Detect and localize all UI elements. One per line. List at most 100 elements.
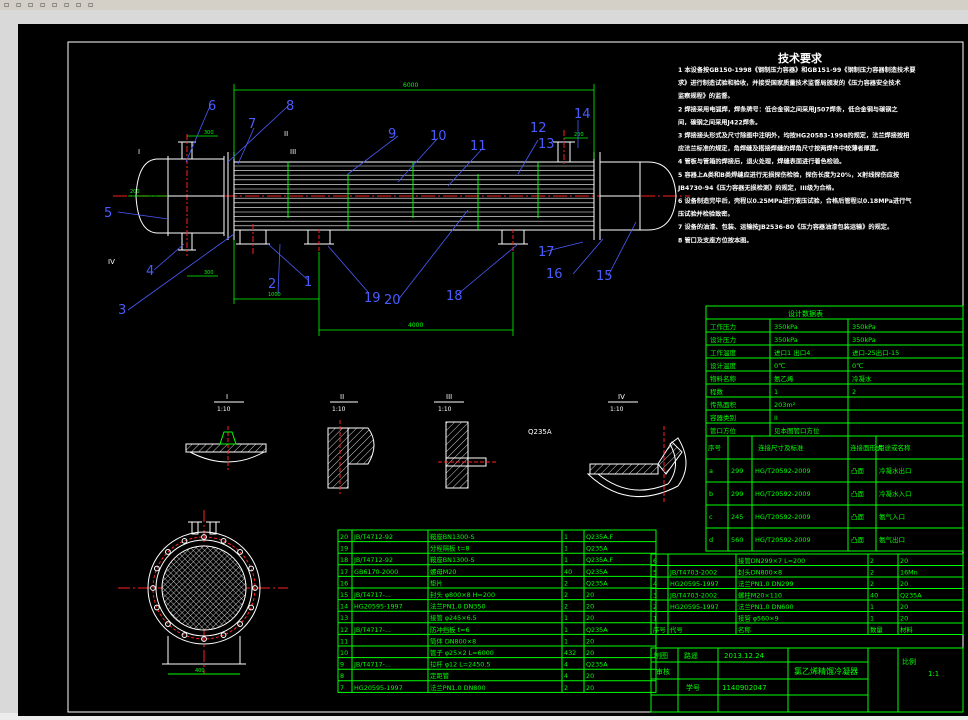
dim-300b: 300 bbox=[204, 270, 214, 276]
part-cell: 封头DN800×8 bbox=[738, 568, 782, 577]
redo-icon[interactable]: ▫ bbox=[64, 0, 70, 9]
part-cell: 1 bbox=[564, 533, 568, 541]
outer-flange-circle bbox=[147, 531, 261, 645]
tech-req-line: 2 焊接采用电弧焊，焊条牌号：低合金钢之间采用J507焊条，低合金钢与碳钢之 bbox=[678, 105, 898, 113]
dim-4000: 4000 bbox=[408, 322, 423, 329]
balloon-7: 7 bbox=[248, 117, 256, 132]
tech-req-line: 应法兰标准的规定，角焊缝及搭接焊缝的焊角尺寸按两焊件中较薄者厚度。 bbox=[678, 145, 882, 153]
part-cell: 2 bbox=[870, 580, 874, 588]
nozzle-cell: 凸面 bbox=[851, 513, 865, 521]
part-cell: 20 bbox=[586, 603, 594, 611]
pan-icon[interactable]: ▫ bbox=[88, 0, 94, 9]
tb-student-no: 1140902047 bbox=[722, 684, 767, 692]
svg-text:1:10: 1:10 bbox=[217, 406, 231, 413]
part-cell: 管子 φ25×2 L=6000 bbox=[430, 648, 494, 657]
save-icon[interactable]: ▫ bbox=[28, 0, 34, 9]
balloon-10: 10 bbox=[430, 129, 447, 144]
design-cell: 工作压力 bbox=[710, 322, 736, 331]
dimension-lines bbox=[128, 84, 595, 336]
part-cell: HG20595-1997 bbox=[354, 603, 403, 611]
part-cell: 20 bbox=[586, 591, 594, 599]
undo-icon[interactable]: ▫ bbox=[52, 0, 58, 9]
tube-layout-circle bbox=[161, 545, 247, 631]
print-icon[interactable]: ▫ bbox=[40, 0, 46, 9]
part-cell: HG20595-1997 bbox=[670, 580, 719, 588]
design-cell: 设计压力 bbox=[710, 335, 736, 344]
balloon-19: 19 bbox=[364, 291, 381, 306]
design-cell: 传热面积 bbox=[710, 400, 737, 409]
new-file-icon[interactable]: ▫ bbox=[4, 0, 10, 9]
tech-req-line: 求》进行制造试验和验收，并接受国家质量技术监督局颁发的《压力容器安全技术 bbox=[678, 79, 902, 87]
tech-req-line: 间，碳钢之间采用J422焊条。 bbox=[678, 118, 761, 126]
balloon-18: 18 bbox=[446, 289, 463, 304]
tb-ratio-label: 比例 bbox=[902, 657, 916, 666]
design-cell: II bbox=[774, 414, 778, 422]
part-cell: 20 bbox=[900, 603, 908, 611]
right-head bbox=[640, 161, 677, 231]
nozzle-cell: a bbox=[709, 467, 713, 475]
part-cell: 20 bbox=[586, 649, 594, 657]
view-marker-I: I bbox=[138, 148, 140, 156]
nozzle-cell: d bbox=[709, 536, 713, 544]
part-cell: 分程隔板 t=8 bbox=[430, 544, 470, 553]
parts-header: 数量 bbox=[870, 625, 883, 634]
design-cell: 见本图管口方位 bbox=[774, 426, 820, 435]
tech-requirements: 技术要求 1 本设备按GB150-1998《钢制压力容器》和GB151-99《钢… bbox=[677, 51, 916, 244]
part-cell: Q235A bbox=[900, 592, 922, 600]
balloon-15: 15 bbox=[596, 269, 613, 284]
detail-III: III 1:10 Q235A bbox=[434, 393, 552, 489]
svg-text:III: III bbox=[446, 393, 452, 401]
tb-check-label: 审核 bbox=[656, 667, 670, 676]
part-cell: 20 bbox=[586, 672, 594, 680]
zoom-icon[interactable]: ▫ bbox=[76, 0, 82, 9]
design-cell: 工作温度 bbox=[710, 348, 737, 357]
part-cell: 20 bbox=[586, 614, 594, 622]
tb-drawn-label: 制图 bbox=[654, 651, 668, 660]
part-cell: Q235A bbox=[586, 568, 608, 576]
part-cell: 4 bbox=[653, 580, 657, 588]
dim-300a: 300 bbox=[204, 130, 214, 136]
balloon-9: 9 bbox=[388, 127, 396, 142]
part-cell: JB/T4712-92 bbox=[353, 556, 393, 564]
part-cell: 1 bbox=[870, 615, 874, 623]
part-cell: 13 bbox=[340, 614, 348, 622]
balloon-13: 13 bbox=[538, 137, 555, 152]
part-cell: 2 bbox=[870, 569, 874, 577]
nozzle-cell: c bbox=[709, 513, 713, 521]
part-cell: 2 bbox=[564, 591, 568, 599]
tech-req-line: 7 设备的油漆、包装、运输按JB2536-80《压力容器油漆包装运输》的规定。 bbox=[678, 223, 893, 231]
nozzle-cell: b bbox=[709, 490, 713, 498]
part-cell: 法兰PN1.0 DN350 bbox=[430, 602, 486, 611]
part-cell: 拉杆 φ12 L=2450.5 bbox=[430, 660, 490, 669]
part-cell: 20 bbox=[900, 557, 908, 565]
svg-text:1:10: 1:10 bbox=[610, 406, 624, 413]
design-cell: 0℃ bbox=[774, 362, 785, 370]
nozzle-cell: 凸面 bbox=[851, 467, 865, 475]
bolt-holes bbox=[150, 534, 258, 642]
part-cell: 40 bbox=[870, 592, 878, 600]
parts-header: 序号 bbox=[653, 625, 666, 634]
part-cell: 15 bbox=[340, 591, 348, 599]
part-cell: 1 bbox=[564, 626, 568, 634]
tb-student-label: 学号 bbox=[686, 683, 700, 692]
drawing-canvas[interactable]: 6000 4000 1000 200 300 300 200 I IV II I… bbox=[18, 24, 968, 716]
part-cell: 3 bbox=[653, 592, 657, 600]
nozzle-cell: HG/T20592-2009 bbox=[755, 536, 811, 544]
part-cell: 4 bbox=[564, 661, 568, 669]
dim-1000: 1000 bbox=[268, 292, 281, 298]
part-cell: 40 bbox=[564, 568, 572, 576]
open-file-icon[interactable]: ▫ bbox=[16, 0, 22, 9]
nozzle-cell: 氨气入口 bbox=[879, 512, 905, 521]
balloon-12: 12 bbox=[530, 121, 547, 136]
tech-req-line: 6 设备制造完毕后，壳程以0.25MPa进行液压试验，合格后管程以0.18MPa… bbox=[678, 197, 912, 205]
part-cell: 20 bbox=[586, 684, 594, 692]
design-cell: 350kPa bbox=[852, 323, 876, 331]
design-cell: 2 bbox=[852, 388, 856, 396]
part-cell: 筒体 DN800×8 bbox=[430, 636, 476, 645]
part-cell: Q235A bbox=[586, 626, 608, 634]
part-cell: JB/T4717-... bbox=[353, 591, 391, 599]
tech-req-line: 4 管板与管箱的焊接后，退火处理，焊缝表面进行着色检验。 bbox=[678, 158, 845, 166]
design-cell: 进口-25出口-15 bbox=[852, 348, 899, 357]
nozzle-cell: 560 bbox=[731, 536, 743, 544]
